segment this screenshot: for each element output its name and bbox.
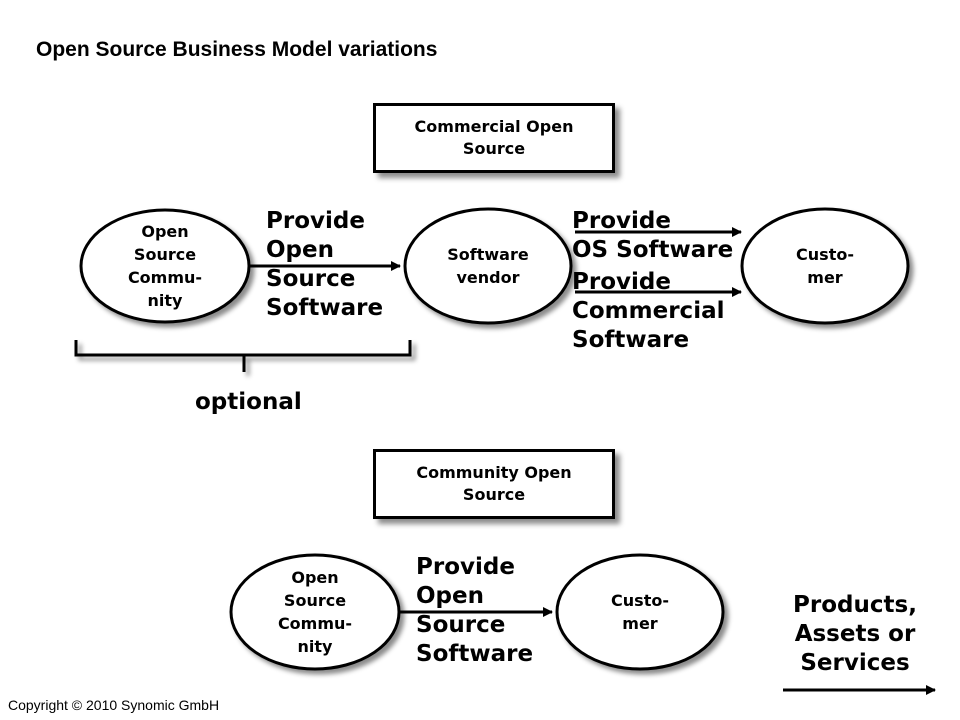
label-top-1-line-3: Source [266,266,356,292]
customer-top-line-2: mer [807,268,843,287]
commercial-open-source-box: Commercial Open Source [373,103,615,173]
community-node-bottom: Open Source Commu- nity [231,555,399,669]
customer-node-top: Custo- mer [742,209,908,323]
label-os-line-1: Provide [572,208,671,234]
customer-ellipse-top [740,207,910,325]
label-bottom-line-1: Provide [416,554,515,580]
community-top-line-3: Commu- [127,268,203,287]
label-bottom-line-2: Open [416,583,484,609]
legend-label: Products, Assets or Services [775,591,935,678]
optional-brace [74,340,412,372]
optional-label: optional [195,389,302,415]
customer-node-bottom: Custo- mer [557,555,723,669]
legend-line-3: Services [800,650,910,676]
community-top-line-2: Source [133,245,197,264]
community-open-source-box: Community Open Source [373,449,615,519]
label-top-1-line-2: Open [266,237,334,263]
label-commercial-line-1: Provide [572,269,671,295]
software-vendor-node: Software vendor [405,209,571,323]
customer-top-line-1: Custo- [796,245,854,264]
vendor-ellipse [403,207,573,325]
copyright-notice: Copyright © 2010 Synomic GmbH [8,697,220,713]
legend-line-2: Assets or [794,621,916,647]
vendor-line-1: Software [447,245,529,264]
label-top-1-line-1: Provide [266,208,365,234]
community-top-line-1: Open [141,222,189,241]
label-bottom-line-3: Source [416,612,506,638]
customer-bottom-line-2: mer [622,614,658,633]
label-os-line-2: OS Software [572,237,734,263]
label-top-1-line-4: Software [266,295,384,321]
community-header-line-2: Source [462,485,526,504]
label-commercial-line-3: Software [572,327,690,353]
community-bottom-line-4: nity [297,637,333,656]
label-bottom-line-4: Software [416,641,534,667]
community-bottom-line-2: Source [283,591,347,610]
customer-bottom-line-1: Custo- [611,591,669,610]
provide-os-software-label: Provide OS Software [572,207,733,265]
provide-open-source-label-top: Provide Open Source Software [266,207,383,323]
label-commercial-line-2: Commercial [572,298,725,324]
customer-ellipse-bottom [555,553,725,671]
community-node-top: Open Source Commu- nity [81,210,249,322]
provide-open-source-label-bottom: Provide Open Source Software [416,553,533,669]
community-bottom-line-3: Commu- [277,614,353,633]
community-header-line-1: Community Open [416,463,572,482]
vendor-line-2: vendor [456,268,520,287]
provide-commercial-software-label: Provide Commercial Software [572,268,724,355]
commercial-header-line-2: Source [462,139,526,158]
community-top-line-4: nity [147,291,183,310]
legend-line-1: Products, [793,592,917,618]
commercial-header-line-1: Commercial Open [414,117,574,136]
community-bottom-line-1: Open [291,568,339,587]
page-title: Open Source Business Model variations [36,38,438,61]
